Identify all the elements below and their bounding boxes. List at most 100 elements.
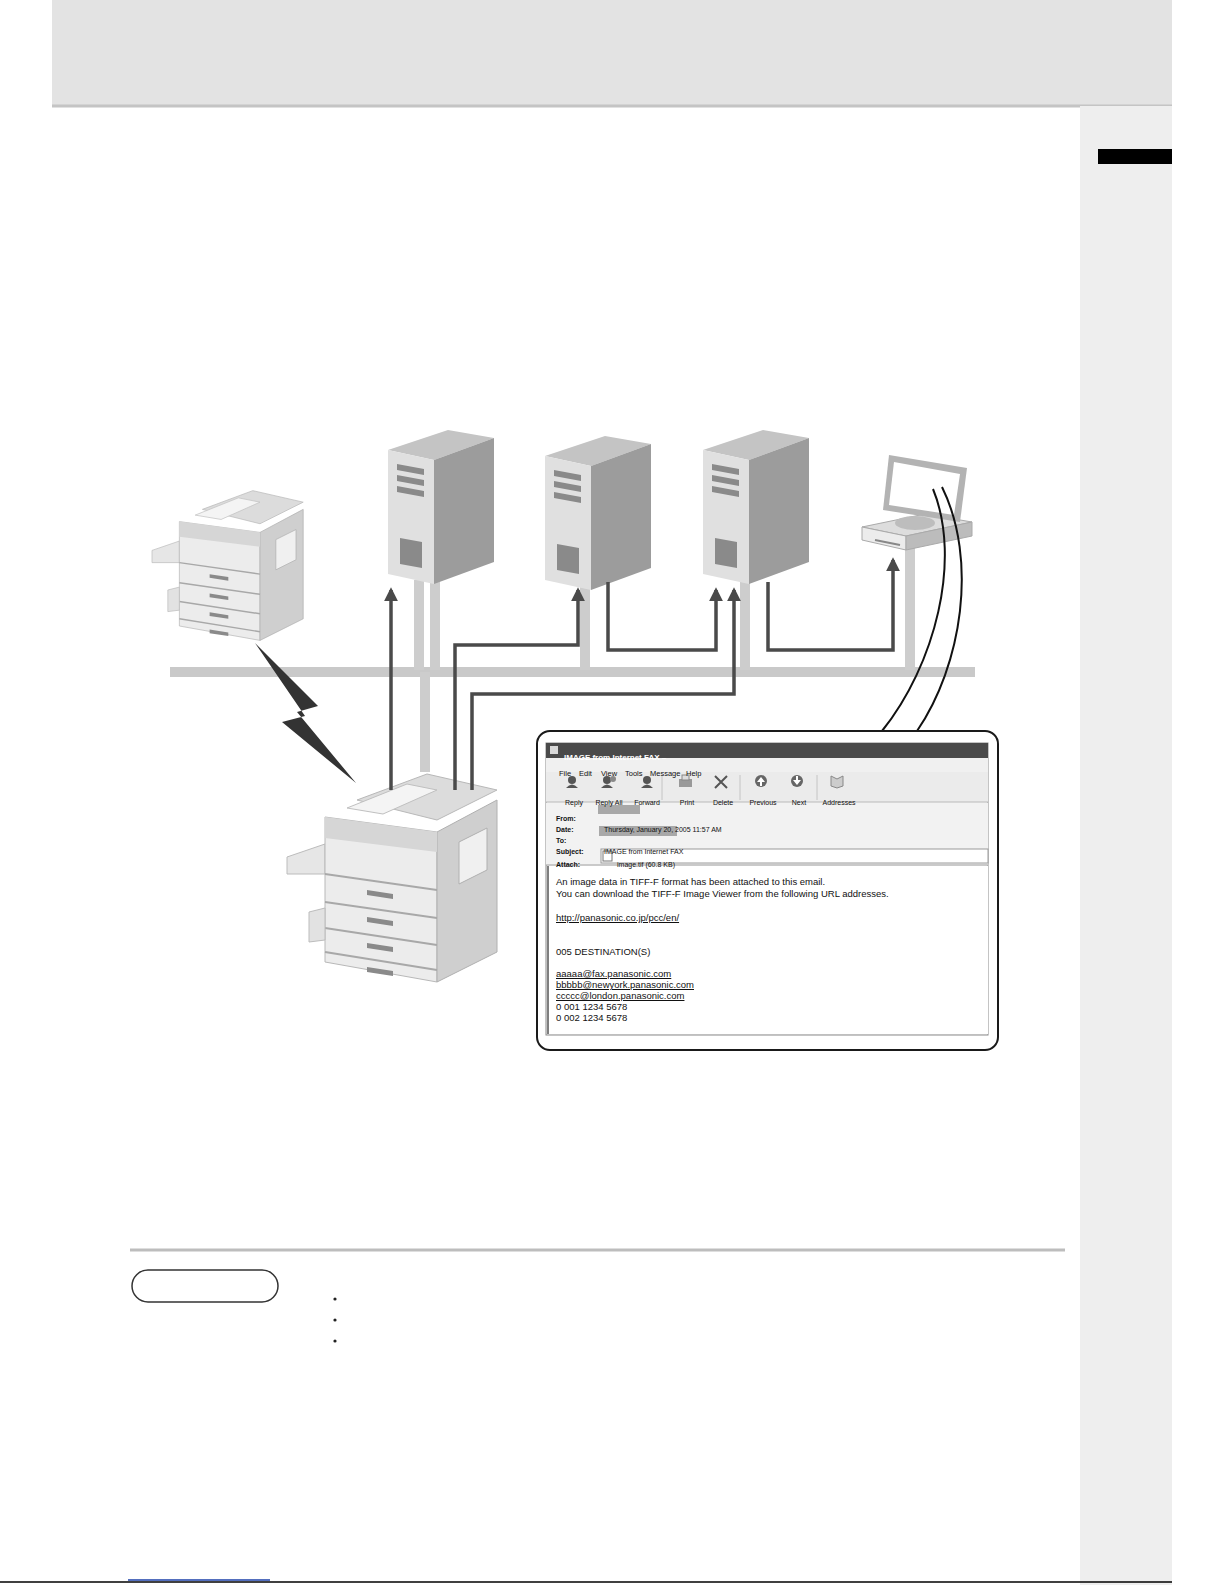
email-callout: IMAGE from Internet FAX – File Edit View Too… [536,730,999,1051]
drawing-rect [905,540,915,670]
note-divider [130,1249,1065,1252]
drawing-circle [791,775,803,787]
text-slot: Edit [579,762,592,780]
text-slot: View [601,762,617,780]
menu-item: View [601,769,617,778]
drawing-line [875,540,900,545]
toolbar-label: Previous [749,799,776,806]
network-bus [170,667,975,677]
menu-item: Message [650,769,680,778]
drawing-path [757,777,765,786]
drawing-rect [547,866,988,1034]
window-title: IMAGE from Internet FAX – [564,753,666,762]
note-bullets [333,1297,336,1342]
drawing-circle [755,775,767,787]
drawing-line [817,775,818,800]
drawing-path [389,590,393,790]
side-strip [1080,106,1172,1585]
network-stems [414,540,915,772]
toolbar-label: Forward [634,799,660,806]
drawing-path [917,487,962,731]
body-text: An image data in TIFF-F format has been … [556,876,825,887]
text-slot: http://panasonic.co.jp/pcc/en/ [556,907,679,925]
drawing-line [547,866,549,1034]
drawing-path [601,785,613,789]
menu-item: File [559,769,571,778]
note-pill [132,1270,278,1302]
body-text: 005 DESTINATION(S) [556,946,650,957]
drawing-polygon [883,455,967,522]
drawing-circle [333,1318,336,1321]
drawing-path [882,489,945,731]
drawing-line [546,865,988,866]
text-slot: Addresses [822,791,855,809]
text-slot: Help [686,762,701,780]
field-value: IMAGE from Internet FAX [604,848,683,855]
drawing-circle [333,1297,336,1300]
field-value: Thursday, January 20, 2005 11:57 AM [604,826,722,833]
text-slot: Next [792,791,806,809]
drawing-path [608,582,716,650]
text-slot: IMAGE from Internet FAX – [564,746,666,764]
menu-item: Tools [625,769,643,778]
lightning-bolt [255,643,356,783]
toolbar-label: Print [680,799,694,806]
drawing-line [662,775,663,800]
body-link: aaaaa@fax.panasonic.com [556,968,671,979]
text-slot: Attach: [556,853,580,871]
drawing-path [793,776,801,785]
toolbar-label: Delete [713,799,733,806]
body-link: bbbbb@newyork.panasonic.com [556,979,694,990]
text-slot: Message [650,762,680,780]
body-text: 0 001 1234 5678 [556,1001,627,1012]
chapter-tab [1098,149,1172,164]
drawing-rect [430,580,440,670]
drawing-path [566,785,578,789]
text-slot: From: [556,807,576,825]
drawing-rect [740,580,750,670]
mail-server [545,436,651,590]
body-link: ccccc@london.panasonic.com [556,990,684,1001]
text-slot: image.tif (60.8 KB) [617,853,675,871]
drawing-rect [414,580,424,670]
internet-fax-sender [152,491,303,641]
mail-server [703,430,809,584]
toolbar-label: Reply All [595,799,622,806]
drawing-path [641,785,653,789]
text-slot: File [559,762,571,780]
drawing-path [768,560,893,650]
drawing-rect [601,849,988,863]
drawing-circle [643,776,651,784]
pc [862,455,972,550]
field-value: image.tif (60.8 KB) [617,861,675,868]
header-rule [52,105,1172,108]
drawing-polygon [862,527,906,550]
text-slot: Tools [625,762,643,780]
text-slot: An image data in TIFF-F format has been … [556,871,825,889]
drawing-rect [550,746,558,754]
drawing-line [740,775,741,800]
callout-leader [882,487,962,731]
drawing-circle [333,1339,336,1342]
text-slot: IMAGE from Internet FAX [604,840,683,858]
drawing-rect [420,672,430,772]
toolbar-label: Next [792,799,806,806]
header-band [52,0,1172,105]
text-slot: Delete [713,791,733,809]
field-label: Subject: [556,848,584,855]
drawing-rect [580,580,590,670]
text-slot: Thursday, January 20, 2005 11:57 AM [604,818,722,836]
body-link: http://panasonic.co.jp/pcc/en/ [556,912,679,923]
text-slot: Print [680,791,694,809]
field-label: Attach: [556,861,580,868]
footer-rule [0,1581,1172,1583]
text-slot: Reply [565,791,583,809]
body-text: 0 002 1234 5678 [556,1012,627,1023]
body-text: You can download the TIFF-F Image Viewer… [556,888,889,899]
field-label: To: [556,837,566,844]
text-slot: Previous [749,791,776,809]
drawing-rect [546,803,988,865]
text-slot: aaaaa@fax.panasonic.com [556,963,671,981]
drawing-rect [546,743,988,1035]
